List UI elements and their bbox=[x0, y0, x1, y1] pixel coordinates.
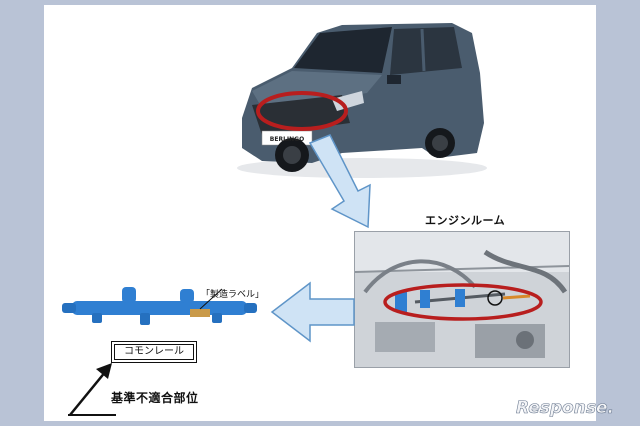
common-rail-label: コモンレール bbox=[114, 344, 194, 360]
response-logo-text: Response. bbox=[516, 398, 614, 418]
engine-room-title: エンジンルーム bbox=[425, 214, 506, 227]
car-badge: BERLINGO bbox=[270, 136, 304, 143]
recall-sheet: BERLINGO エンジンルーム bbox=[44, 5, 596, 421]
car-illustration: BERLINGO bbox=[237, 23, 487, 178]
common-rail-image bbox=[62, 287, 257, 325]
nonconforming-part-label: 基準不適合部位 bbox=[111, 391, 199, 405]
response-logo: Response. bbox=[516, 398, 615, 419]
label-callout: 「製造ラベル」 bbox=[201, 290, 265, 300]
common-rail-box: コモンレール bbox=[111, 341, 197, 363]
pointer-arrow-icon bbox=[68, 363, 116, 416]
arrow-car-to-engine bbox=[308, 134, 371, 229]
engine-room-photo bbox=[354, 231, 570, 368]
arrow-engine-to-rail bbox=[270, 281, 355, 343]
